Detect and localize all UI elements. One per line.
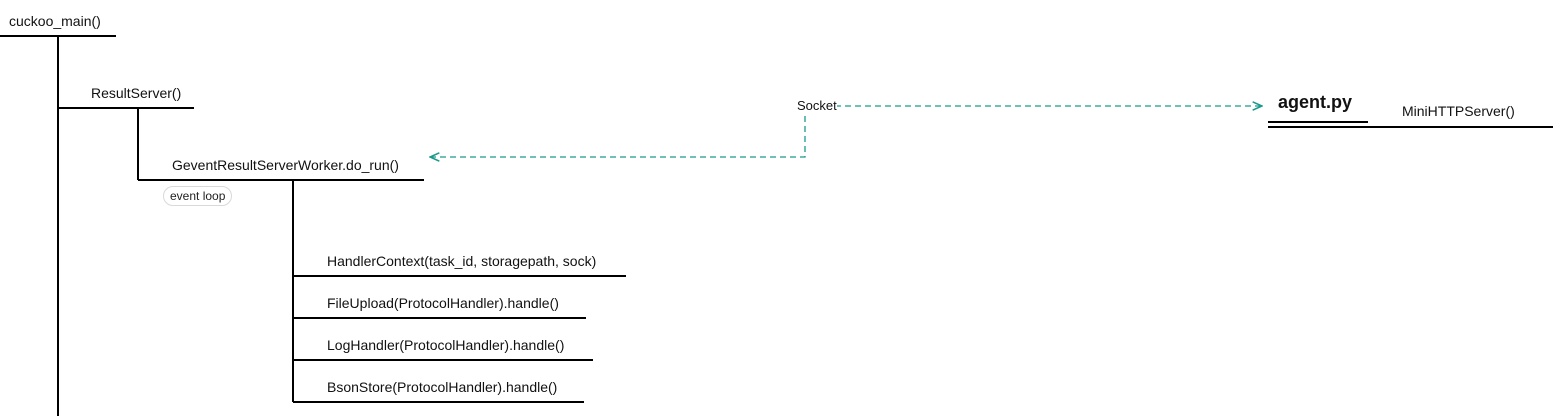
node-bson-store: BsonStore(ProtocolHandler).handle() <box>327 379 558 395</box>
node-agent: agent.py <box>1278 92 1353 112</box>
node-gevent-worker: GeventResultServerWorker.do_run() <box>172 157 399 173</box>
node-mini-http-server: MiniHTTPServer() <box>1402 103 1515 119</box>
event-loop-tag: event loop <box>163 186 233 206</box>
socket-label: Socket <box>797 98 837 113</box>
node-result-server: ResultServer() <box>91 85 182 101</box>
node-handler-context: HandlerContext(task_id, storagepath, soc… <box>327 253 597 269</box>
node-log-handler: LogHandler(ProtocolHandler).handle() <box>327 337 565 353</box>
socket-connector-to-worker <box>430 106 806 157</box>
node-file-upload: FileUpload(ProtocolHandler).handle() <box>327 295 559 311</box>
node-cuckoo-main: cuckoo_main() <box>9 13 101 29</box>
